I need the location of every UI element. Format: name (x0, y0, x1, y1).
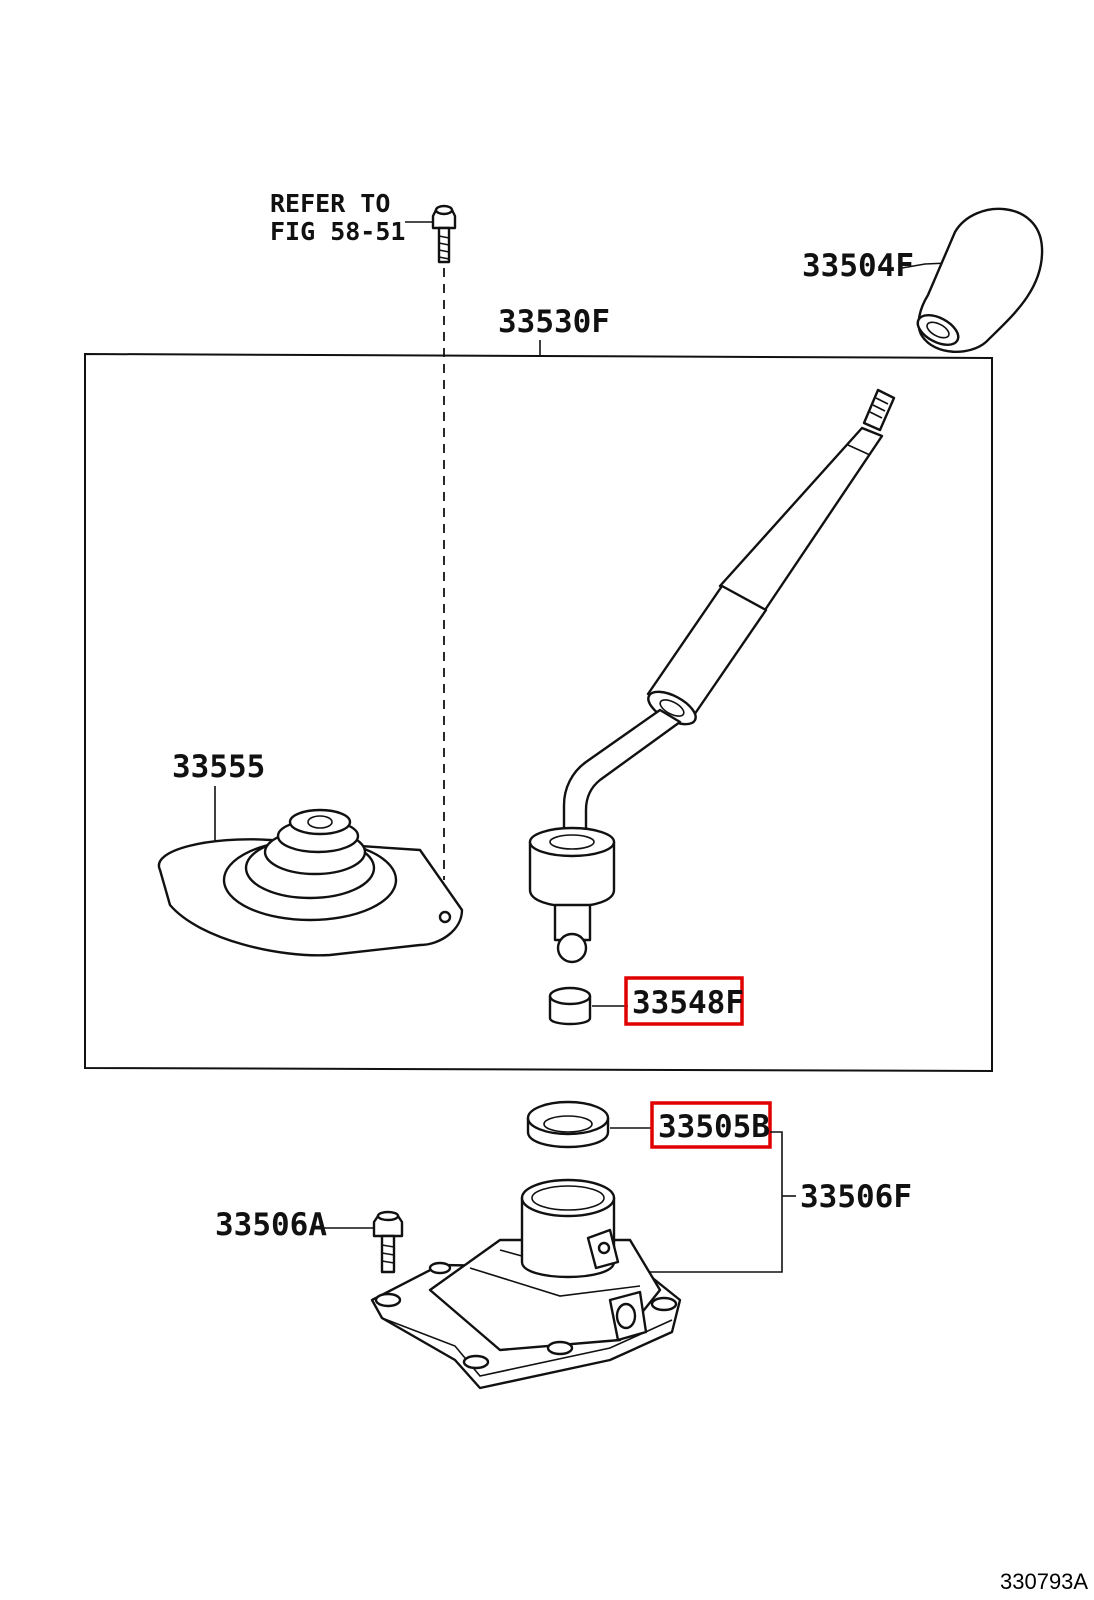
label-lever-assembly: 33530F (498, 304, 610, 340)
shift-lever-icon (528, 388, 896, 964)
label-knob: 33504F (802, 248, 914, 284)
label-bolt: 33506A (215, 1207, 327, 1243)
label-seat: 33505B (658, 1109, 770, 1145)
housing-bolt-icon (372, 1210, 404, 1274)
housing-bracket (640, 1131, 783, 1273)
bushing-icon (548, 986, 592, 1026)
lever-assembly-frame (84, 352, 993, 1073)
label-bushing: 33548F (632, 985, 744, 1021)
shift-boot-icon (157, 808, 464, 957)
seat-highlight-box (650, 1101, 772, 1149)
seat-ring-icon (526, 1100, 610, 1149)
top-bolt-icon (431, 204, 457, 264)
bushing-highlight-box (624, 976, 744, 1026)
label-housing: 33506F (800, 1179, 912, 1215)
refer-note-line2: FIG 58-51 (270, 217, 405, 246)
label-boot: 33555 (172, 749, 265, 785)
figure-code: 330793A (1000, 1569, 1088, 1594)
refer-note-line1: REFER TO (270, 189, 390, 218)
shift-housing-icon (370, 1178, 682, 1390)
shift-knob-icon (916, 207, 1044, 354)
